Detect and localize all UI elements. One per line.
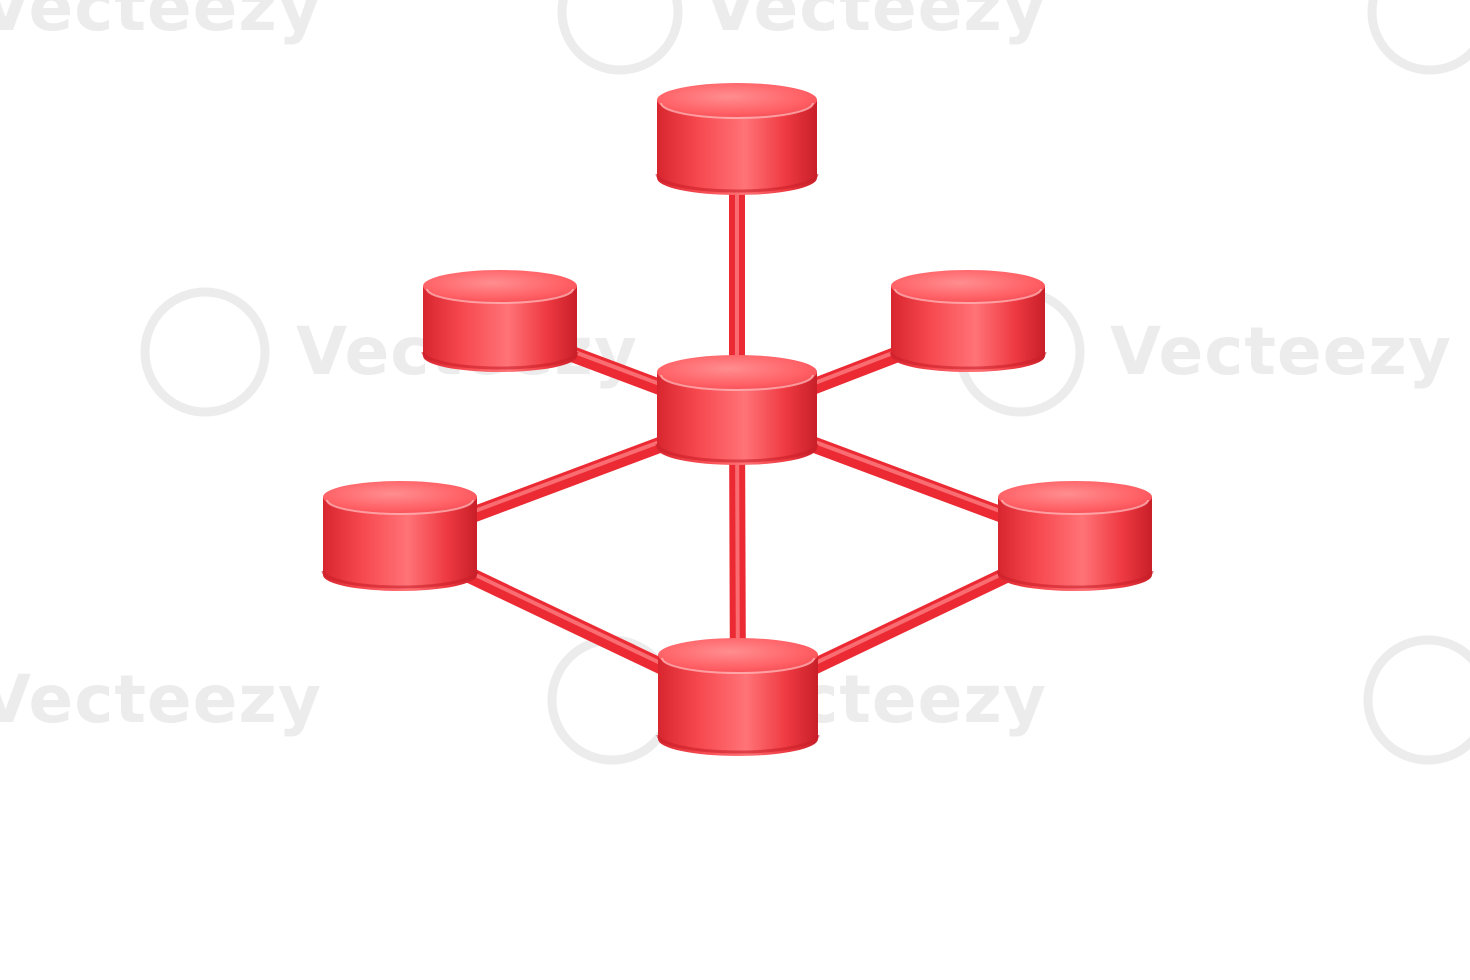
cylinder-rim bbox=[655, 443, 819, 463]
svg-text:Vecteezy: Vecteezy bbox=[0, 661, 322, 738]
cylinder-gloss bbox=[426, 288, 574, 304]
vecteezy-logo-icon bbox=[140, 287, 270, 417]
cylinder-side bbox=[657, 372, 817, 465]
cylinder-side bbox=[323, 497, 477, 591]
svg-text:Vecteezy: Vecteezy bbox=[0, 0, 322, 46]
watermark-top-right bbox=[1367, 0, 1470, 75]
watermark-lower-left: Vecteezy bbox=[0, 661, 322, 738]
watermark-lower-right bbox=[1363, 635, 1470, 765]
cylinder-top bbox=[323, 481, 477, 513]
cylinder-rim bbox=[889, 351, 1047, 370]
node-top bbox=[655, 83, 819, 195]
cylinder-gloss bbox=[660, 102, 814, 119]
svg-text:Vecteezy: Vecteezy bbox=[705, 0, 1047, 46]
cylinder-gloss bbox=[660, 374, 814, 391]
cylinder-side bbox=[423, 286, 577, 372]
node-bottom bbox=[656, 638, 820, 756]
cylinder-gloss bbox=[894, 288, 1042, 304]
node-center bbox=[655, 355, 819, 465]
svg-text:Vecteezy: Vecteezy bbox=[1110, 313, 1452, 390]
cylinder-side bbox=[657, 100, 817, 195]
cylinder-top bbox=[657, 83, 817, 117]
watermark-top-center: Vecteezy bbox=[557, 0, 1047, 75]
cylinder-top bbox=[657, 355, 817, 389]
cylinder-gloss bbox=[661, 657, 815, 674]
vecteezy-logo-icon bbox=[1363, 635, 1470, 765]
node-lower-right bbox=[996, 481, 1154, 591]
cylinder-rim bbox=[421, 351, 579, 370]
cylinder-side bbox=[998, 497, 1152, 591]
cylinder-rim bbox=[655, 173, 819, 193]
cylinder-rim bbox=[996, 570, 1154, 589]
cylinder-gloss bbox=[326, 499, 474, 515]
node-upper-left bbox=[421, 270, 579, 372]
cylinder-rim bbox=[321, 570, 479, 589]
cylinder-gloss bbox=[1001, 499, 1149, 515]
vecteezy-logo-icon bbox=[557, 0, 683, 75]
node-upper-right bbox=[889, 270, 1047, 372]
node-layer bbox=[321, 83, 1154, 756]
cylinder-side bbox=[658, 655, 818, 756]
cylinder-top bbox=[998, 481, 1152, 513]
watermark-top-left: Vecteezy bbox=[0, 0, 322, 46]
cylinder-top bbox=[423, 270, 577, 302]
cylinder-top bbox=[658, 638, 818, 672]
node-lower-left bbox=[321, 481, 479, 591]
cylinder-top bbox=[891, 270, 1045, 302]
cylinder-rim bbox=[656, 734, 820, 754]
cylinder-side bbox=[891, 286, 1045, 372]
vecteezy-logo-icon bbox=[1367, 0, 1470, 75]
